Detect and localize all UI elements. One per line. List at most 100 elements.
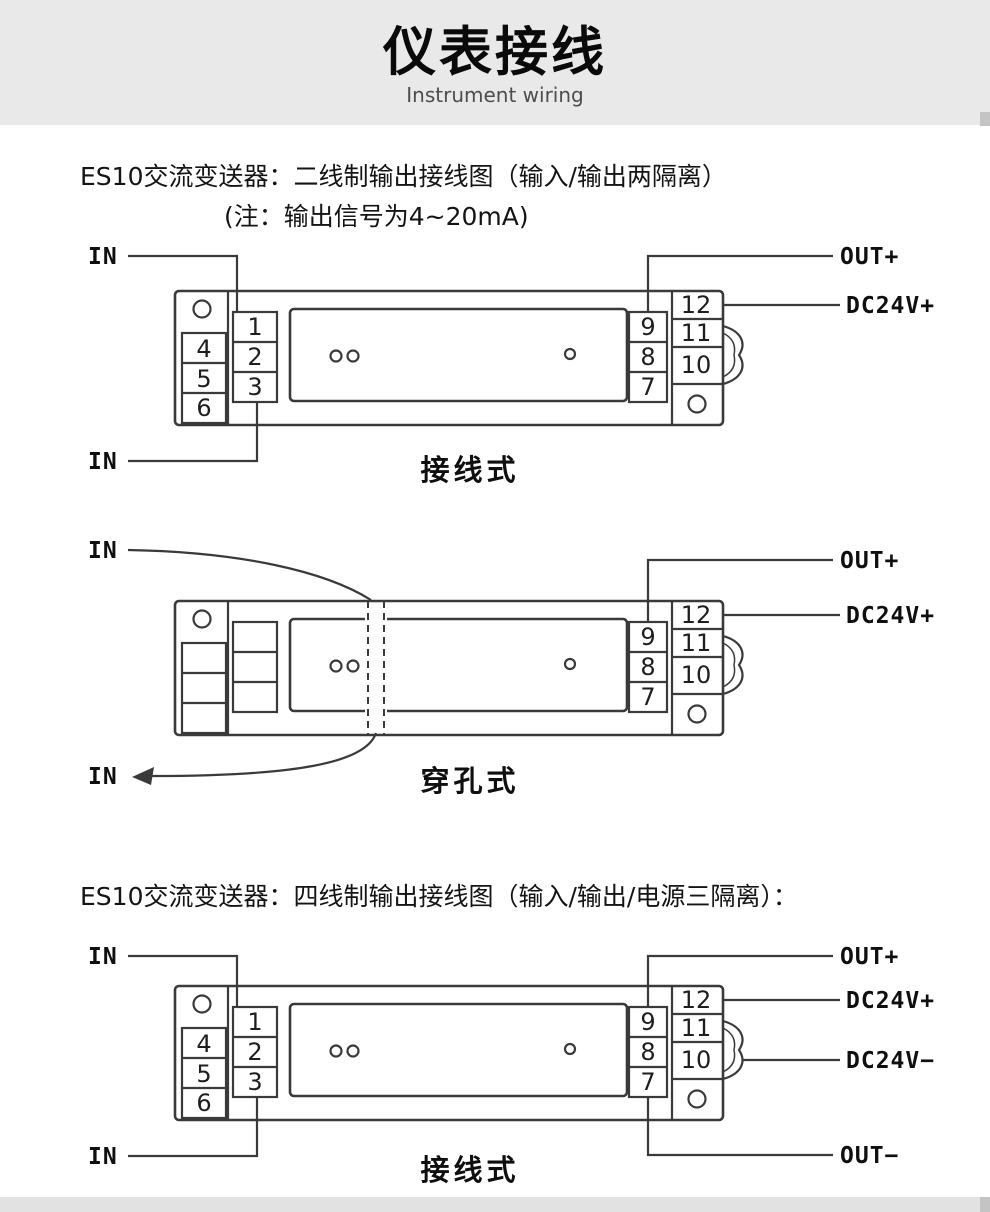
- mounting-hole-icon: [192, 609, 212, 629]
- in-bottom-wire: [128, 403, 259, 463]
- terminal-3-label: 3: [247, 1068, 262, 1096]
- din-clip-inner: [722, 332, 736, 378]
- device-faceplate: [288, 307, 629, 403]
- terminal-block-right-inner: [627, 620, 669, 714]
- out-plus-label: OUT+: [840, 548, 899, 574]
- diagram-caption-wired: 接线式: [420, 1153, 519, 1187]
- din-clip: [722, 324, 744, 386]
- din-clip-inner: [722, 642, 736, 688]
- out-minus-label: OUT−: [840, 1143, 899, 1169]
- indicator-hole-icon: [329, 1044, 343, 1058]
- in-top-label: IN: [88, 538, 118, 564]
- in-top-label: IN: [88, 944, 118, 970]
- terminal-11-label: 11: [681, 1014, 712, 1042]
- out-minus-wire: [646, 1097, 833, 1157]
- terminal-block-left-outer: [180, 331, 228, 425]
- out-plus-wire: [646, 254, 833, 311]
- terminal-10-label: 10: [681, 351, 712, 379]
- page-edge-mark-top: [980, 112, 990, 126]
- dc24v-minus-label: DC24V−: [846, 1048, 935, 1074]
- terminal-4-label: 4: [196, 335, 211, 363]
- in-top-wire: [128, 954, 239, 1006]
- indicator-hole-icon: [346, 1044, 360, 1058]
- mounting-hole-icon: [687, 1089, 707, 1109]
- terminal-6-label: 6: [196, 1089, 211, 1117]
- indicator-hole-icon: [346, 659, 360, 673]
- terminal-5-label: 5: [196, 365, 211, 393]
- in-top-wire: [127, 548, 372, 601]
- section-two-wire-heading: ES10交流变送器：二线制输出接线图（输入/输出两隔离）: [80, 162, 727, 191]
- device-faceplate: [288, 617, 629, 713]
- terminal-1-label: 1: [247, 313, 262, 341]
- terminal-4-label: 4: [196, 1030, 211, 1058]
- bottom-band: [0, 1197, 990, 1212]
- terminal-8-label: 8: [640, 1038, 655, 1066]
- terminal-8-label: 8: [640, 653, 655, 681]
- indicator-hole-icon: [346, 349, 360, 363]
- terminal-1-label: 1: [247, 1008, 262, 1036]
- out-plus-wire: [646, 954, 833, 1006]
- mounting-hole-icon: [192, 299, 212, 319]
- adjust-hole-icon: [563, 1042, 577, 1056]
- diagram-caption-punch: 穿孔式: [420, 764, 519, 798]
- diagram-caption-wired: 接线式: [420, 453, 519, 487]
- device-faceplate: [288, 1002, 629, 1098]
- device-body: [173, 984, 725, 1122]
- in-bottom-label: IN: [88, 1144, 118, 1170]
- terminal-9-label: 9: [640, 623, 655, 651]
- terminal-7-label: 7: [640, 373, 655, 401]
- in-top-wire: [128, 254, 239, 311]
- in-top-label: IN: [88, 244, 118, 270]
- indicator-hole-icon: [329, 659, 343, 673]
- terminal-block-left-inner: [231, 620, 279, 714]
- terminal-11-label: 11: [681, 629, 712, 657]
- indicator-hole-icon: [329, 349, 343, 363]
- diagram-four-wire-wired: 1 2 3 4 5 6 9 8 7 12 11 10 IN IN OUT+ DC…: [88, 944, 935, 1187]
- page-subtitle: Instrument wiring: [406, 83, 584, 108]
- din-clip: [722, 1019, 744, 1081]
- din-clip: [722, 634, 744, 696]
- in-bottom-label: IN: [88, 764, 118, 790]
- dc24v-plus-label: DC24V+: [846, 603, 935, 629]
- device-body: [173, 289, 725, 427]
- device-body: [173, 599, 725, 737]
- terminal-block-left-inner: [231, 310, 279, 404]
- din-clip-inner: [722, 1027, 736, 1073]
- terminal-12-label: 12: [681, 291, 712, 319]
- dc24v-plus-label: DC24V+: [846, 988, 935, 1014]
- terminal-block-left-outer: [180, 1026, 228, 1120]
- terminal-block-right-inner: [627, 1005, 669, 1099]
- terminal-7-label: 7: [640, 683, 655, 711]
- terminal-9-label: 9: [640, 1008, 655, 1036]
- page-edge-mark-bottom: [980, 1197, 990, 1212]
- adjust-hole-icon: [563, 347, 577, 361]
- terminal-7-label: 7: [640, 1068, 655, 1096]
- adjust-hole-icon: [563, 657, 577, 671]
- diagram-two-wire-punch: 9 8 7 12 11 10 IN IN OUT+ DC24V+ 穿孔式: [88, 538, 935, 798]
- terminal-10-label: 10: [681, 1046, 712, 1074]
- out-plus-label: OUT+: [840, 944, 899, 970]
- diagram-two-wire-wired: 1 2 3 4 5 6 9 8 7 12 11 10 IN IN OUT+ DC…: [88, 244, 935, 487]
- dc24v-plus-label: DC24V+: [846, 293, 935, 319]
- terminal-6-label: 6: [196, 394, 211, 422]
- terminal-2-label: 2: [247, 1038, 262, 1066]
- terminal-3-label: 3: [247, 373, 262, 401]
- terminal-10-label: 10: [681, 661, 712, 689]
- page-title: 仪表接线: [383, 22, 607, 83]
- in-bottom-wire: [151, 732, 378, 778]
- section-two-wire-note: (注：输出信号为4~20mA): [224, 202, 529, 231]
- out-plus-label: OUT+: [840, 244, 899, 270]
- terminal-2-label: 2: [247, 343, 262, 371]
- terminal-5-label: 5: [196, 1060, 211, 1088]
- out-plus-wire: [646, 558, 833, 622]
- terminal-block-left-inner: [231, 1005, 279, 1099]
- page-header: 仪表接线 Instrument wiring: [0, 0, 990, 125]
- terminal-block-left-outer: [180, 641, 228, 735]
- mounting-hole-icon: [687, 704, 707, 724]
- in-bottom-label: IN: [88, 449, 118, 475]
- terminal-8-label: 8: [640, 343, 655, 371]
- terminal-11-label: 11: [681, 319, 712, 347]
- arrowhead-icon: [132, 767, 154, 785]
